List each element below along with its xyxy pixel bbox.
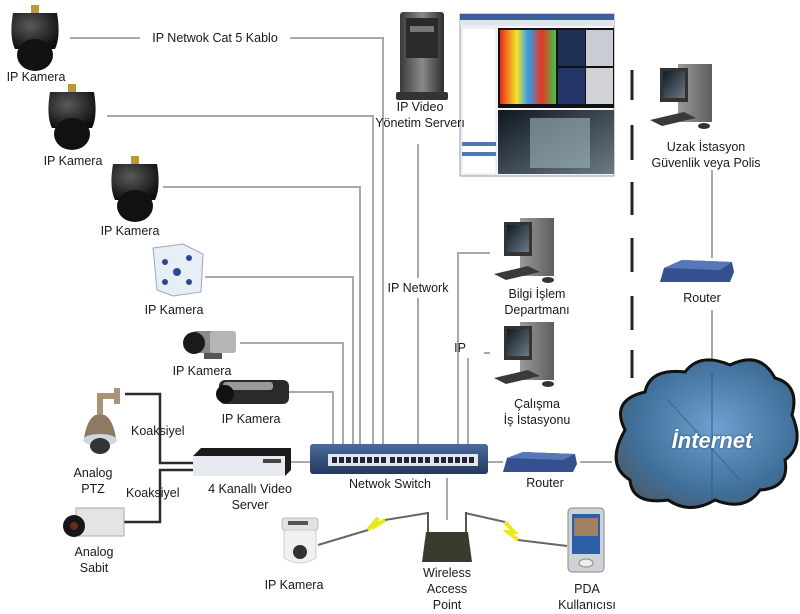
wire-workstation <box>467 352 490 448</box>
wire-camera-2 <box>107 115 374 448</box>
pda-label-line2: Kullanıcısı <box>558 598 616 612</box>
ip-network-label: IP Network <box>387 281 449 295</box>
video-server-label-line1: 4 Kanallı Video <box>208 482 292 496</box>
coax-ptz <box>125 392 193 465</box>
router-icon[interactable] <box>503 452 577 472</box>
analog-box-camera-icon[interactable] <box>63 507 125 537</box>
video-server-icon[interactable] <box>193 448 291 476</box>
ip-camera-label: IP Kamera <box>221 412 281 426</box>
desktop-pc-icon[interactable] <box>650 64 712 129</box>
wireless-links <box>317 512 568 547</box>
ptz-dome-camera-icon[interactable] <box>48 84 96 150</box>
coax-label-fixed: Koaksiyel <box>126 486 180 500</box>
wap-label-line2: Access <box>426 582 468 596</box>
ptz-dome-camera-icon[interactable] <box>111 156 159 222</box>
desktop-pc-icon[interactable] <box>494 322 554 387</box>
pda-label-line1: PDA <box>574 582 600 596</box>
it-dept-label-line1: Bilgi İşlem <box>508 287 566 301</box>
ip-camera-label: IP Kamera <box>43 154 103 168</box>
router-icon[interactable] <box>660 260 734 282</box>
router-local-label: Router <box>526 476 564 490</box>
ip-camera-label: IP Kamera <box>144 303 204 317</box>
wire-camera-1 <box>70 37 384 448</box>
ethernet-wires <box>70 37 713 520</box>
remote-station-label-line2: Güvenlik veya Polis <box>651 156 761 170</box>
ip-camera-label: IP Kamera <box>100 224 160 238</box>
box-camera-icon[interactable] <box>216 380 289 404</box>
coax-fixed <box>122 468 193 524</box>
ip-camera-label: IP Kamera <box>6 70 66 84</box>
remote-station-label-line1: Uzak İstasyon <box>666 140 746 154</box>
video-server-label-line2: Server <box>231 498 269 512</box>
wireless-ptz-camera-icon[interactable] <box>281 517 319 564</box>
wap-label-line3: Point <box>432 598 462 612</box>
wireless-access-point-icon[interactable] <box>422 512 472 562</box>
wire-camera-5 <box>240 342 344 448</box>
wire-camera-6 <box>289 391 334 448</box>
it-dept-label-line2: Departmanı <box>504 303 570 317</box>
coax-label-ptz: Koaksiyel <box>131 424 185 438</box>
box-camera-icon[interactable] <box>183 331 236 359</box>
internet-cloud-icon[interactable] <box>614 358 799 509</box>
analog-ptz-camera-icon[interactable] <box>83 388 120 454</box>
analog-ptz-label-line2: PTZ <box>81 482 105 496</box>
network-switch-icon[interactable] <box>310 444 488 474</box>
wire-camera-4 <box>205 276 354 448</box>
ip-label: IP <box>454 341 466 355</box>
wap-label-line1: Wireless <box>423 566 471 580</box>
ptz-dome-camera-icon[interactable] <box>11 5 59 71</box>
ip-camera-label: IP Kamera <box>172 364 232 378</box>
monitoring-software-screenshot <box>459 13 615 177</box>
switch-label: Netwok Switch <box>349 477 431 491</box>
workstation-label-line2: İş İstasyonu <box>503 413 571 427</box>
cable-label: IP Netwok Cat 5 Kablo <box>150 31 280 45</box>
desktop-pc-icon[interactable] <box>494 218 554 283</box>
housing-camera-icon[interactable] <box>152 243 204 297</box>
analog-fixed-label-line1: Analog <box>74 545 114 559</box>
workstation-label-line1: Çalışma <box>514 397 560 411</box>
wire-it-pc <box>457 252 490 448</box>
coax-wires <box>122 392 193 524</box>
wire-camera-3 <box>163 186 361 448</box>
internet-label: İnternet <box>671 428 753 453</box>
ip-camera-label: IP Kamera <box>264 578 324 592</box>
server-label-line2: Yönetim Serverı <box>375 116 465 130</box>
tower-server-icon[interactable] <box>396 12 448 100</box>
analog-fixed-label-line2: Sabit <box>79 561 109 575</box>
router-remote-label: Router <box>683 291 721 305</box>
analog-ptz-label-line1: Analog <box>73 466 113 480</box>
server-label-line1: IP Video <box>396 100 444 114</box>
pda-icon[interactable] <box>567 507 605 573</box>
